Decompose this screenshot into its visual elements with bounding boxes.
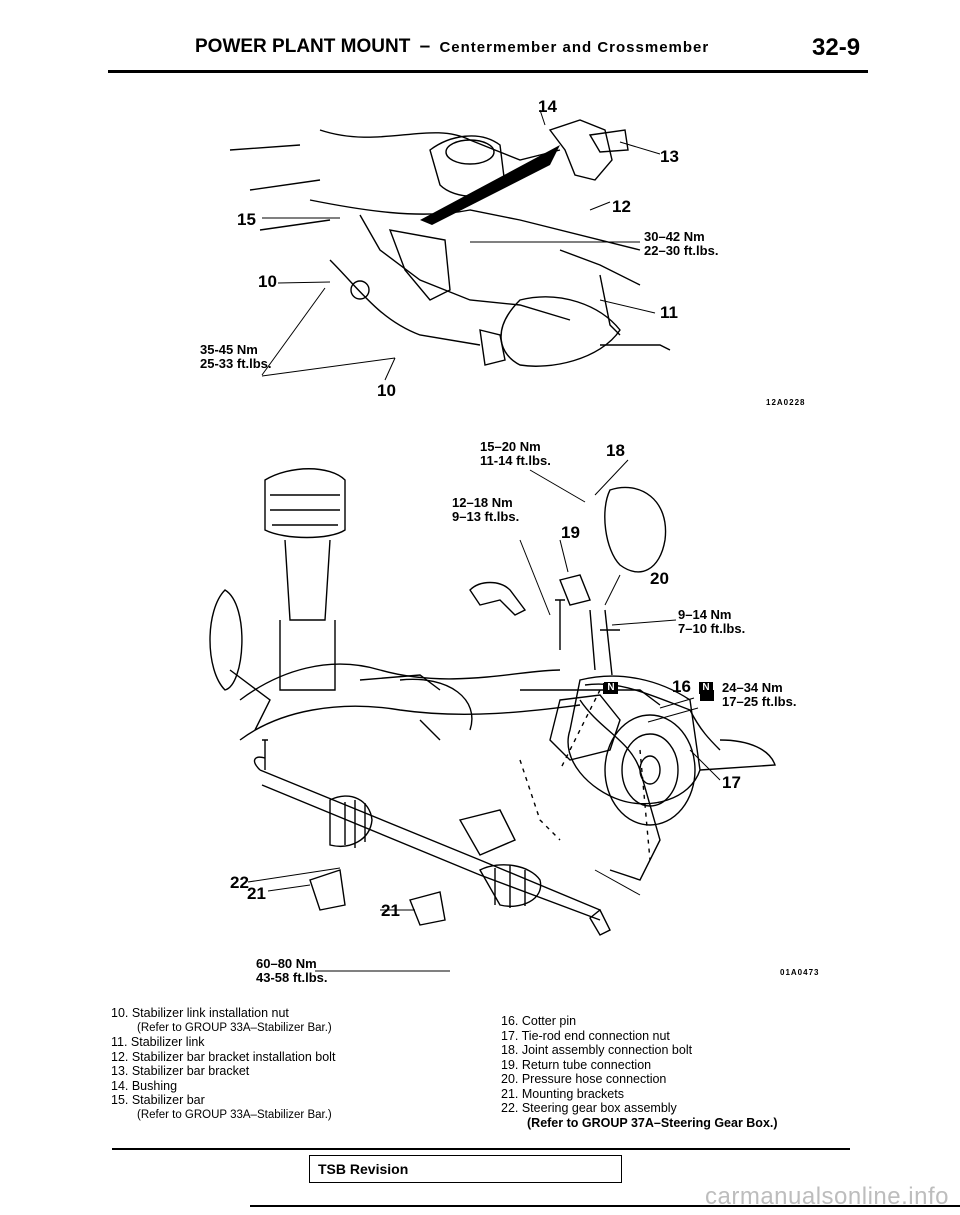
torque-spec-12: 30–42 Nm 22–30 ft.lbs. (644, 229, 719, 258)
header-rule (108, 70, 868, 73)
page-number: 32-9 (812, 34, 861, 61)
legend-item-14: 14. Bushing (111, 1078, 178, 1093)
callout-22: 22 (230, 873, 249, 892)
callout-18: 18 (606, 441, 625, 460)
new-part-mark-1: N (604, 682, 618, 694)
tsb-revision-label: TSB Revision (318, 1161, 409, 1177)
callout-21-right: 21 (381, 901, 400, 920)
torque-spec-17: 24–34 Nm 17–25 ft.lbs. (722, 680, 797, 709)
legend-note-15: (Refer to GROUP 33A–Stabilizer Bar.) (137, 1108, 332, 1121)
legend-note-22: (Refer to GROUP 37A–Steering Gear Box.) (527, 1115, 778, 1130)
torque-spec-19: 12–18 Nm 9–13 ft.lbs. (452, 495, 520, 524)
callout-20: 20 (650, 569, 669, 588)
tsb-revision-box: TSB Revision (309, 1155, 622, 1183)
legend-item-21: 21. Mounting brackets (501, 1086, 624, 1101)
callout-19: 19 (561, 523, 580, 542)
section-title-dash: – (419, 36, 431, 57)
section-subtitle: Centermember and Crossmember (439, 39, 710, 56)
legend-item-13: 13. Stabilizer bar bracket (111, 1064, 250, 1078)
section-title: POWER PLANT MOUNT – Centermember and Cro… (195, 36, 709, 58)
callout-12: 12 (612, 197, 631, 216)
legend-item-10: 10. Stabilizer link installation nut (111, 1006, 289, 1020)
torque-spec-10: 35-45 Nm 25-33 ft.lbs. (200, 342, 272, 371)
stabilizer-bar-diagram (229, 109, 671, 381)
legend-item-16: 16. Cotter pin (501, 1014, 577, 1028)
new-part-mark-2: N (699, 682, 713, 694)
callout-21-left: 21 (247, 884, 266, 903)
footer-rule-top (112, 1148, 850, 1150)
legend-item-19: 19. Return tube connection (501, 1057, 652, 1072)
torque-spec-18: 15–20 Nm 11-14 ft.lbs. (480, 439, 551, 468)
legend-right: 16. Cotter pin 17. Tie-rod end connectio… (501, 1014, 881, 1130)
figure-id-2: 01A0473 (780, 968, 820, 977)
steering-gear-diagram (209, 459, 776, 972)
legend-note-10: (Refer to GROUP 33A–Stabilizer Bar.) (137, 1021, 332, 1034)
callout-16: 16 (672, 677, 691, 696)
watermark: carmanualsonline.info (705, 1183, 949, 1210)
callout-15: 15 (237, 210, 256, 229)
callout-13: 13 (660, 147, 679, 166)
legend-item-11: 11. Stabilizer link (111, 1035, 205, 1049)
torque-spec-21: 60–80 Nm 43-58 ft.lbs. (256, 956, 328, 985)
section-title-main: POWER PLANT MOUNT (195, 36, 411, 57)
callout-10-upper: 10 (258, 272, 277, 291)
footer-rule-bottom (250, 1205, 960, 1207)
legend-left: 10. Stabilizer link installation nut (Re… (111, 1006, 451, 1122)
legend-item-17: 17. Tie-rod end connection nut (501, 1028, 670, 1043)
legend-item-12: 12. Stabilizer bar bracket installation … (111, 1049, 336, 1064)
torque-spec-20: 9–14 Nm 7–10 ft.lbs. (678, 607, 746, 636)
figure-id-1: 12A0228 (766, 398, 806, 407)
callout-11: 11 (660, 303, 678, 322)
callout-14: 14 (538, 97, 557, 116)
callout-17: 17 (722, 773, 741, 792)
callout-10-lower: 10 (377, 381, 396, 400)
legend-item-18: 18. Joint assembly connection bolt (501, 1043, 693, 1057)
legend-item-22: 22. Steering gear box assembly (501, 1101, 677, 1115)
legend-item-20: 20. Pressure hose connection (501, 1072, 667, 1086)
legend-item-15: 15. Stabilizer bar (111, 1093, 205, 1107)
